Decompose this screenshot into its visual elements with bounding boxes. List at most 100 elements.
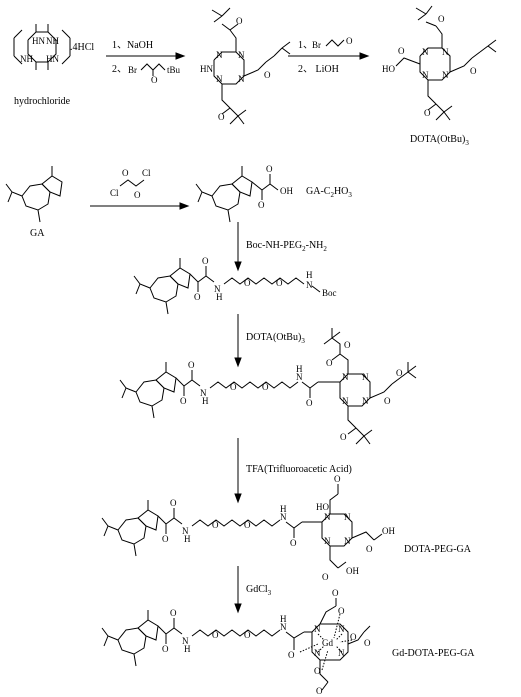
step1-tbu: tBu <box>167 65 181 75</box>
d4-O-1: O <box>180 396 187 406</box>
d4-O-5: O <box>306 398 313 408</box>
hcl-label: .4HCl <box>70 42 94 53</box>
atom-O-right: O <box>264 70 271 80</box>
atom-O-bottom: O <box>218 112 225 122</box>
d6-O-right: O <box>350 632 357 642</box>
atom-O-left: O <box>398 46 405 56</box>
gd-dota-peg-ga-structure: O O N H O O H N O N N N N Gd O O O O O O <box>101 588 371 696</box>
d4-O-3: O <box>230 382 237 392</box>
d6-O-top: O <box>332 588 339 598</box>
d4-N-ring-b: N <box>362 372 369 382</box>
d6-N-ring-c: N <box>314 648 321 658</box>
step1-br: Br <box>128 65 137 75</box>
peg-O-4: O <box>276 278 283 288</box>
arrow-peg-coupling-head <box>234 261 242 272</box>
step2-br: Br <box>312 40 321 50</box>
step2-o: O <box>346 36 353 46</box>
dota-peg-ga-structure: O O N H O O H N O N N N N HO O O OH O OH <box>101 474 395 582</box>
peg-N-2: N <box>306 280 313 290</box>
atom-NH-2: NH <box>20 54 33 64</box>
d5-O-2: O <box>170 498 177 508</box>
atom-NH-1: NH <box>46 36 59 46</box>
d5-O-4: O <box>244 520 251 530</box>
d6-H-2: H <box>280 614 287 624</box>
d5-O-1: O <box>162 534 169 544</box>
d6-O-right-2: O <box>364 638 371 648</box>
dota-tbu-ester-intermediate: N N N N HN O O O <box>200 7 291 125</box>
d5-N-ring-a: N <box>324 512 331 522</box>
peg-O-3: O <box>244 278 251 288</box>
step2-num: 1、 <box>298 40 313 51</box>
d4-O-top-a: O <box>326 358 333 368</box>
d6-O-2: O <box>170 608 177 618</box>
gdcl3-reagent: GdCl3 <box>246 584 272 597</box>
atom-N-g: N <box>422 70 429 80</box>
step2-bromoacetate-chain <box>325 39 345 47</box>
atom-O-bottom2: O <box>424 108 431 118</box>
atom-O-top2: O <box>438 14 445 24</box>
d4-H-2: H <box>296 364 303 374</box>
d6-N-ring-b: N <box>338 624 345 634</box>
d4-N-2: N <box>296 372 303 382</box>
peg-O-2: O <box>202 256 209 266</box>
d4-O-bottom: O <box>340 432 347 442</box>
d6-H: H <box>184 644 191 654</box>
tfa-reagent: TFA(Trifluoroacetic Acid) <box>246 464 352 475</box>
arrow-dota-coupling-head <box>234 357 242 368</box>
step2-lioh: 2、 LiOH <box>298 64 339 75</box>
d5-O-5: O <box>290 538 297 548</box>
d4-N-ring-c: N <box>342 396 349 406</box>
d4-O-4: O <box>262 382 269 392</box>
d5-O-top: O <box>334 474 341 484</box>
d6-O-bottom-2: O <box>316 686 323 696</box>
atom-N-a: N <box>216 50 223 60</box>
d5-N-ring-b: N <box>344 512 351 522</box>
atom-N-d: N <box>238 74 245 84</box>
arrow-deprotection-head <box>234 493 242 504</box>
atom-HN: HN <box>200 64 213 74</box>
d6-N: N <box>182 636 189 646</box>
d5-N-2: N <box>280 512 287 522</box>
step1-o: O <box>151 75 158 85</box>
atom-N-e: N <box>422 47 429 57</box>
d5-HO-top: HO <box>316 502 329 512</box>
ga-c2ho3-label: GA-C2HO3 <box>306 186 352 199</box>
peg-N: N <box>214 284 221 294</box>
atom-HN-1: HN <box>32 36 45 46</box>
cyclen-hydrochloride-structure: HN NH NH HN <box>13 24 71 70</box>
d5-H: H <box>184 534 191 544</box>
hydrochloride-label: hydrochloride <box>14 96 71 107</box>
d6-N-ring-d: N <box>338 648 345 658</box>
atom-N-c: N <box>216 74 223 84</box>
d5-N-ring-c: N <box>324 536 331 546</box>
boc-peg-amine-reagent: Boc-NH-PEG2-NH2 <box>246 240 327 253</box>
ga-label: GA <box>30 228 45 239</box>
oxalyl-O-2: O <box>134 190 141 200</box>
oxalyl-Cl-2: Cl <box>110 188 119 198</box>
atom-N-f: N <box>442 47 449 57</box>
d4-N-ring-d: N <box>362 396 369 406</box>
peg-O-1: O <box>194 292 201 302</box>
step1-num: 2、 <box>112 64 127 75</box>
d6-N-2: N <box>280 622 287 632</box>
arrow-step1-head <box>175 52 186 60</box>
dota-otbu3-label: DOTA(OtBu)3 <box>410 134 469 147</box>
peg-H: H <box>216 292 223 302</box>
peg-H-2: H <box>306 270 313 280</box>
atom-N-h: N <box>442 70 449 80</box>
d6-N-ring-a: N <box>314 624 321 634</box>
d6-O-top-2: O <box>338 606 345 616</box>
atom-HN-2: HN <box>46 54 59 64</box>
oxalyl-O-1: O <box>122 168 129 178</box>
d6-O-1: O <box>162 644 169 654</box>
ga-peg-boc-structure: O O N H O O H N Boc <box>133 256 337 315</box>
dota-peg-ga-label: DOTA-PEG-GA <box>404 544 472 555</box>
d6-O-bottom: O <box>314 666 321 676</box>
atom-O-top: O <box>236 16 243 26</box>
d4-N-ring-a: N <box>342 372 349 382</box>
d5-OH-bottom: OH <box>346 566 359 576</box>
d4-H: H <box>202 396 209 406</box>
gd-center: Gd <box>322 638 333 648</box>
atom-N-b: N <box>238 50 245 60</box>
